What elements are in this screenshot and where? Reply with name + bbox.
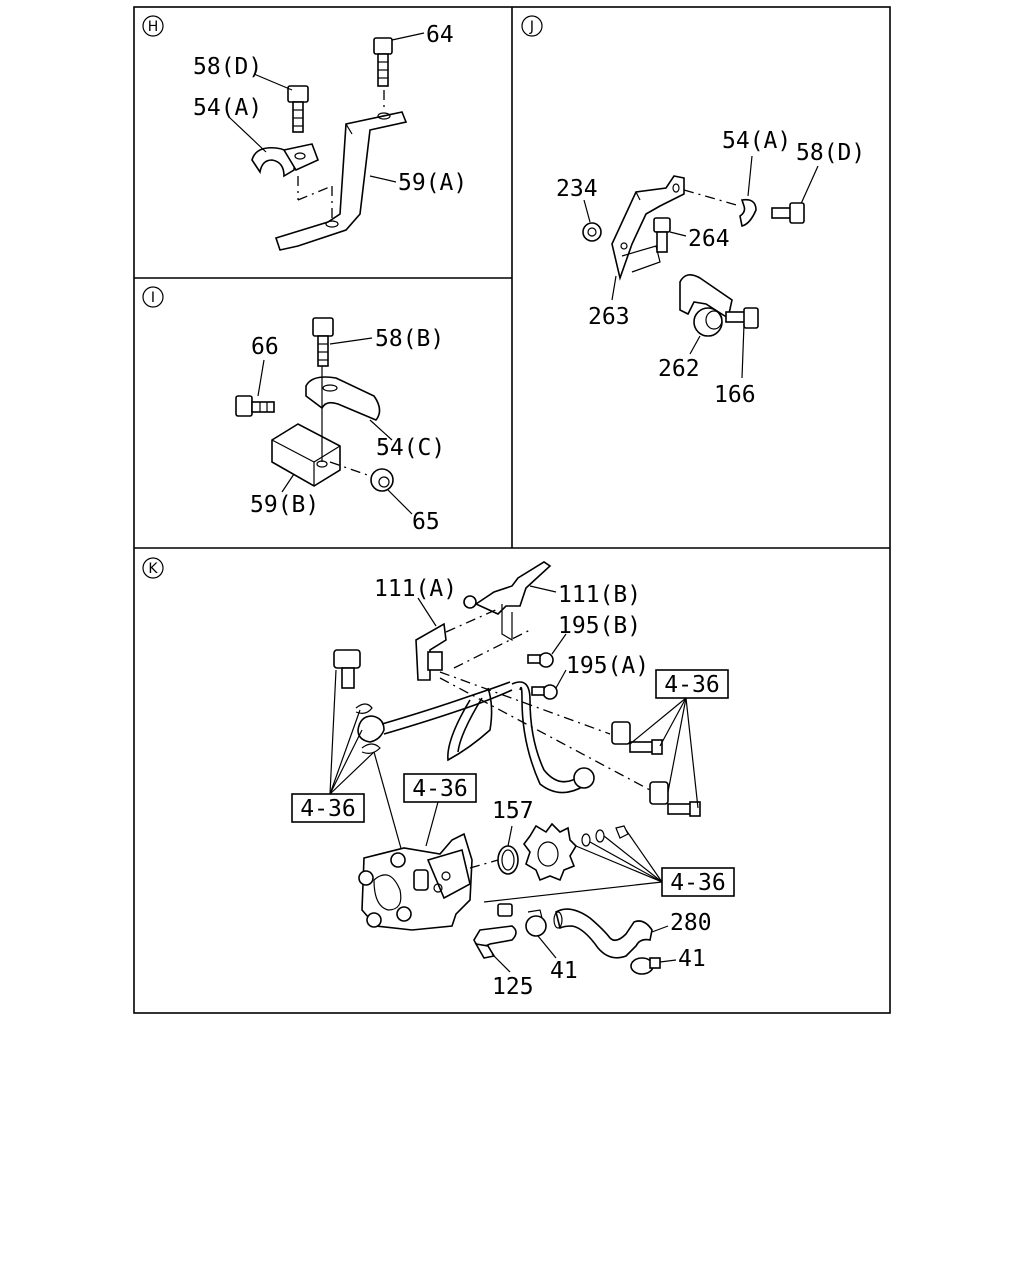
label-157: 157 [492,798,534,824]
ref-box-1 [655,669,729,699]
nut-234-icon [582,222,602,242]
label-58d-j: 58(D) [796,140,865,166]
panel-i: I 58(B) 66 54(C) 59(B) [142,286,445,535]
clip-262-icon [679,274,733,320]
label-66: 66 [251,334,279,360]
panel-k-marker-circle [142,557,164,579]
label-280: 280 [670,910,712,936]
panel-j-marker: J [529,19,534,35]
panel-i-marker: I [151,290,155,306]
label-234: 234 [556,176,598,202]
label-59b: 59(B) [250,492,319,518]
label-54c: 54(C) [376,435,445,461]
label-166: 166 [714,382,756,408]
o-ring-157-icon [497,845,519,875]
label-195a: 195(A) [566,653,649,679]
bolt-195a-icon [531,684,558,700]
label-64: 64 [426,22,454,48]
panel-h-marker: H [148,19,159,35]
bolt-195b-icon [527,652,554,668]
panel-k: K 111(B) 111(A) 195(B) 195(A) [142,557,735,1000]
label-59a: 59(A) [398,170,467,196]
clip-54a-icon [739,198,757,227]
ref-4-36-center: 4-36 [412,776,467,802]
pipe-clip-upper-icon [611,721,663,755]
bolt-58b-icon [312,317,334,367]
label-41-left: 41 [550,958,578,984]
bracket-111a-icon [415,622,447,681]
hose-clamp-41-right-icon [630,957,661,975]
bolt-66-icon [235,395,275,417]
ref-4-36-right: 4-36 [670,870,725,896]
label-54a-j: 54(A) [722,128,791,154]
bracket-111b-icon [474,561,552,615]
bolt-166-icon [725,307,759,329]
label-65: 65 [412,509,440,535]
hose-clamp-41-left-icon [525,909,547,937]
label-54a: 54(A) [193,95,262,121]
bolt-64-icon [373,37,393,87]
panel-j: J 54(A) 58(D) 234 264 [521,15,865,408]
bolt-58d-icon [287,85,309,133]
panel-h: H 64 58(D) 54(A) 59(A) [142,15,467,251]
clamp-54a-icon [251,146,295,178]
panel-k-marker: K [148,561,158,577]
panel-h-marker-circle [142,15,164,37]
label-263: 263 [588,304,630,330]
label-41-right: 41 [678,946,706,972]
drive-gear-icon [523,822,578,882]
pump-assembly-icon [358,832,473,931]
panel-i-marker-circle [142,286,164,308]
label-195b: 195(B) [558,613,641,639]
bracket-59b-icon [271,423,341,487]
panel-j-marker-circle [521,15,543,37]
hose-280-icon [555,908,653,959]
ref-4-36-left: 4-36 [300,796,355,822]
banjo-bolt-icon [333,649,361,689]
label-58b: 58(B) [375,326,444,352]
label-125: 125 [492,974,534,1000]
label-262: 262 [658,356,700,382]
label-58d: 58(D) [193,54,262,80]
panel-frames [133,6,891,1014]
label-264: 264 [688,226,730,252]
bolt-58d-j-icon [771,202,805,224]
fitting-125-icon [473,903,517,959]
bracket-263-icon [611,175,685,281]
pipe-clip-lower-icon [649,781,701,817]
label-111a: 111(A) [374,576,457,602]
bolt-264-icon [653,217,671,253]
ref-box-3 [403,773,477,803]
clamp-54c-icon [305,376,381,421]
ref-box-2 [291,793,365,823]
nut-65-icon [370,468,394,492]
ref-4-36-upper-right: 4-36 [664,672,719,698]
label-111b: 111(B) [558,582,641,608]
